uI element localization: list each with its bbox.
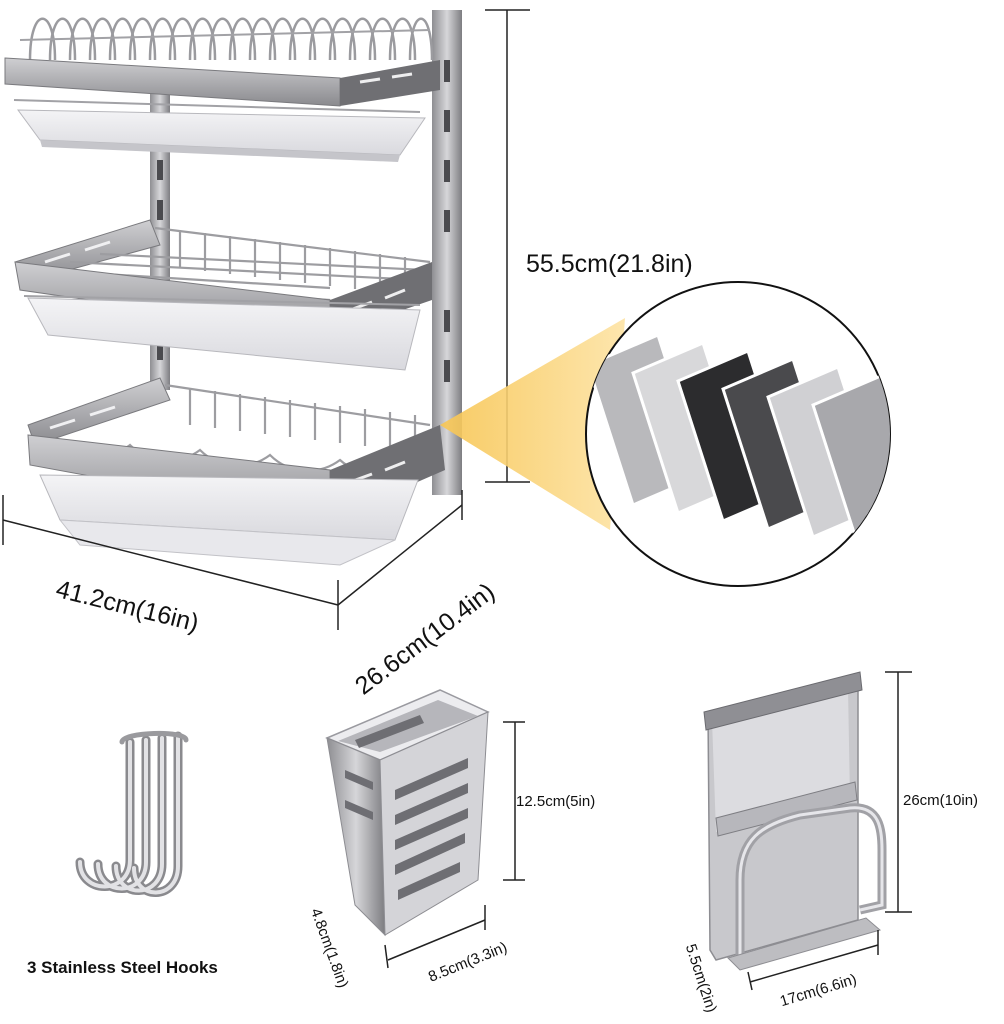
finish-swatch: [811, 372, 890, 548]
middle-tier: [14, 219, 432, 371]
top-tier: [4, 17, 440, 162]
utensil-holder: [325, 689, 490, 937]
rack-depth-dimension: [337, 490, 463, 606]
cup-height-dimension: [503, 721, 525, 881]
steel-hooks: [75, 731, 189, 897]
callout-beam: [440, 318, 625, 530]
cutting-board-holder: [703, 671, 887, 971]
board-height-label: 26cm(10in): [903, 792, 979, 809]
rack-post-right: [432, 10, 462, 495]
finish-samples-circle: [585, 281, 891, 587]
board-height-dimension: [885, 671, 912, 913]
dish-rack: [4, 10, 462, 566]
board-width-dimension: [747, 930, 879, 991]
rack-height-label: 55.5cm(21.8in): [526, 250, 693, 278]
bottom-tier: [27, 377, 445, 566]
cup-height-label: 12.5cm(5in): [516, 793, 596, 810]
cup-width-dimension: [384, 905, 486, 969]
hooks-caption: 3 Stainless Steel Hooks: [27, 958, 218, 977]
